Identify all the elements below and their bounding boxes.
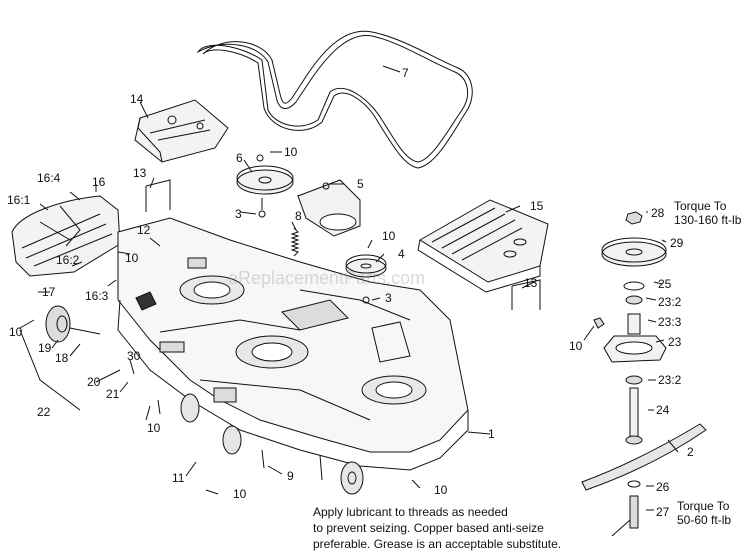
callout-6: 6 (236, 151, 243, 165)
callout-12: 12 (137, 223, 151, 237)
callout-10b: 10 (382, 229, 396, 243)
callout-20: 20 (87, 375, 101, 389)
callout-5: 5 (357, 177, 364, 191)
callout-23-2a: 23:2 (658, 295, 682, 309)
callout-16: 16 (92, 175, 106, 189)
note-line-3: preferable. Grease is an acceptable subs… (313, 537, 562, 551)
callout-3a: 3 (235, 207, 242, 221)
callout-23: 23 (668, 335, 682, 349)
callout-10e: 10 (147, 421, 161, 435)
callout-8: 8 (295, 209, 302, 223)
torque-top-line-1: Torque To (674, 199, 727, 213)
mower-deck (117, 217, 469, 453)
callout-30: 30 (127, 349, 141, 363)
callout-28: 28 (651, 206, 665, 220)
callout-10c: 10 (125, 251, 139, 265)
callout-14: 14 (130, 92, 144, 106)
front-guard (11, 195, 121, 277)
mower-blade (581, 423, 707, 491)
bracket-left (145, 179, 171, 212)
callout-2: 2 (687, 445, 694, 459)
torque-bottom-line-2: 50-60 ft-lb (677, 513, 732, 527)
callout-7: 7 (402, 66, 409, 80)
callout-23-3: 23:3 (658, 315, 682, 329)
callout-27: 27 (656, 505, 670, 519)
callout-1: 1 (488, 427, 495, 441)
note-line-1: Apply lubricant to threads as needed (313, 505, 508, 519)
belt-cover-right (419, 199, 549, 283)
callout-3b: 3 (385, 291, 392, 305)
callout-16-2: 16:2 (56, 253, 80, 267)
spindle-shaft (629, 387, 639, 441)
callout-10f: 10 (233, 487, 247, 501)
blade-bolt (629, 495, 639, 529)
torque-note-bottom: Torque To 50-60 ft-lb (677, 499, 731, 527)
callout-29: 29 (670, 236, 684, 250)
lubricant-note: Apply lubricant to threads as needed to … (313, 504, 613, 552)
callout-21: 21 (106, 387, 120, 401)
callout-10a: 10 (284, 145, 298, 159)
callout-15: 15 (530, 199, 544, 213)
callout-11: 11 (172, 471, 185, 485)
callout-9: 9 (287, 469, 294, 483)
torque-note-top: Torque To 130-160 ft-lb (674, 199, 741, 227)
torque-top-line-2: 130-160 ft-lb (674, 213, 742, 227)
idler-spring (290, 227, 300, 257)
callout-18: 18 (55, 351, 69, 365)
callout-19: 19 (38, 341, 52, 355)
spindle-nut (625, 211, 643, 225)
callout-25: 25 (658, 277, 672, 291)
front-roller-mid (222, 425, 242, 455)
callout-13b: 13 (524, 276, 538, 290)
callout-16-1: 16:1 (7, 193, 31, 207)
callout-10g: 10 (434, 483, 448, 497)
callout-10d: 10 (9, 325, 23, 339)
callout-10h: 10 (569, 339, 583, 353)
callout-13a: 13 (133, 166, 147, 180)
spacer-23-3 (627, 313, 641, 335)
note-line-2: to prevent seizing. Copper based anti-se… (313, 521, 544, 535)
bracket-right (511, 279, 541, 310)
front-roller-left (180, 393, 200, 423)
callout-26: 26 (656, 480, 670, 494)
callout-23-2b: 23:2 (658, 373, 682, 387)
callout-4: 4 (398, 247, 405, 261)
callout-16-4: 16:4 (37, 171, 61, 185)
washer-25 (623, 281, 645, 291)
callout-22: 22 (37, 405, 51, 419)
callout-17: 17 (42, 285, 56, 299)
belt-cover-left (134, 99, 229, 163)
gauge-wheel (45, 305, 71, 343)
callout-24: 24 (656, 403, 670, 417)
front-roller-right (340, 461, 364, 495)
torque-bottom-line-1: Torque To (677, 499, 730, 513)
callout-16-3: 16:3 (85, 289, 109, 303)
drive-belt (196, 35, 469, 163)
